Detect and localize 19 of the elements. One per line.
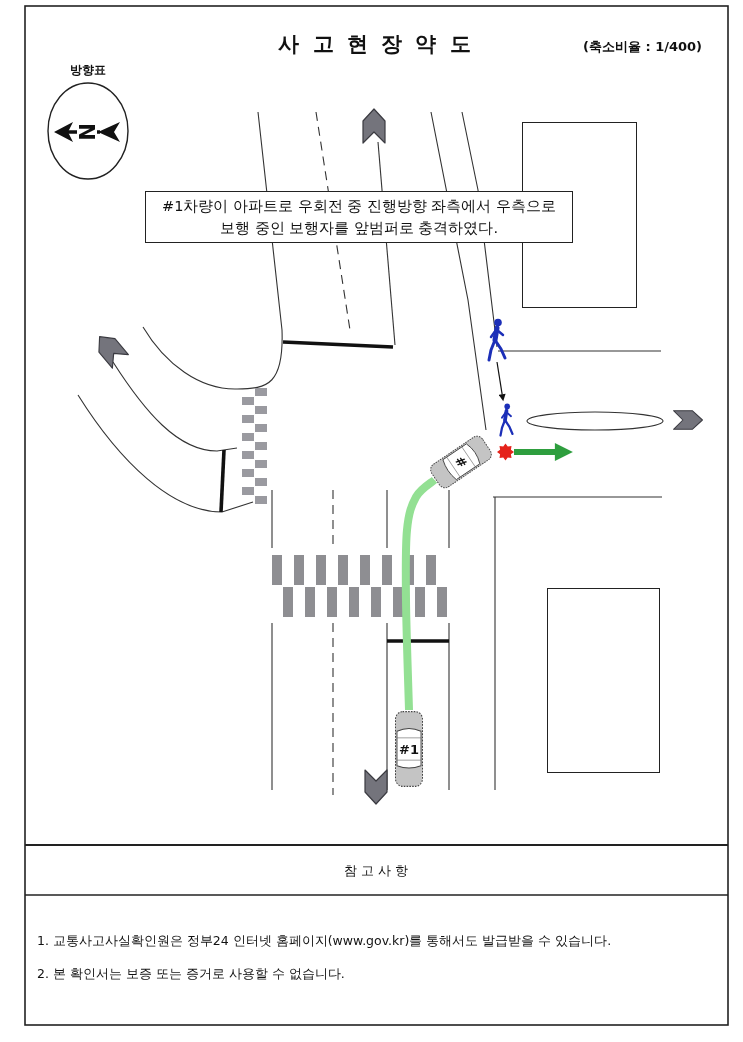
pedestrian-icon	[499, 403, 514, 437]
callout-box: #1차량이 아파트로 우회전 중 진행방향 좌측에서 우측으로 보행 중인 보행자를 앞범퍼로 충격하였다.	[145, 191, 573, 243]
building-outline	[547, 588, 660, 773]
compass-heading: 방향표	[70, 62, 106, 78]
scale-note: (축소비율 : 1/400)	[583, 38, 703, 56]
compass	[46, 62, 130, 181]
diagram-title: 사 고 현 장 약 도	[278, 31, 474, 57]
vehicle-path-line	[401, 476, 437, 711]
car-number: #1	[399, 741, 419, 757]
arrow	[496, 361, 506, 402]
note-text: 2. 본 확인서는 보증 또는 증거로 사용할 수 없습니다.	[37, 965, 345, 983]
north-letter: N	[75, 122, 101, 143]
notes-heading: 참 고 사 항	[343, 862, 409, 880]
car-number: #	[451, 453, 471, 471]
car	[394, 710, 424, 788]
pedestrian-icon	[487, 318, 507, 362]
arrow	[514, 443, 573, 461]
collision-mark-icon	[497, 443, 514, 461]
note-text: 1. 교통사고사실확인원은 정부24 인터넷 홈페이지(www.gov.kr)를 통해서도 발급받을 수 있습니다.	[37, 932, 612, 950]
